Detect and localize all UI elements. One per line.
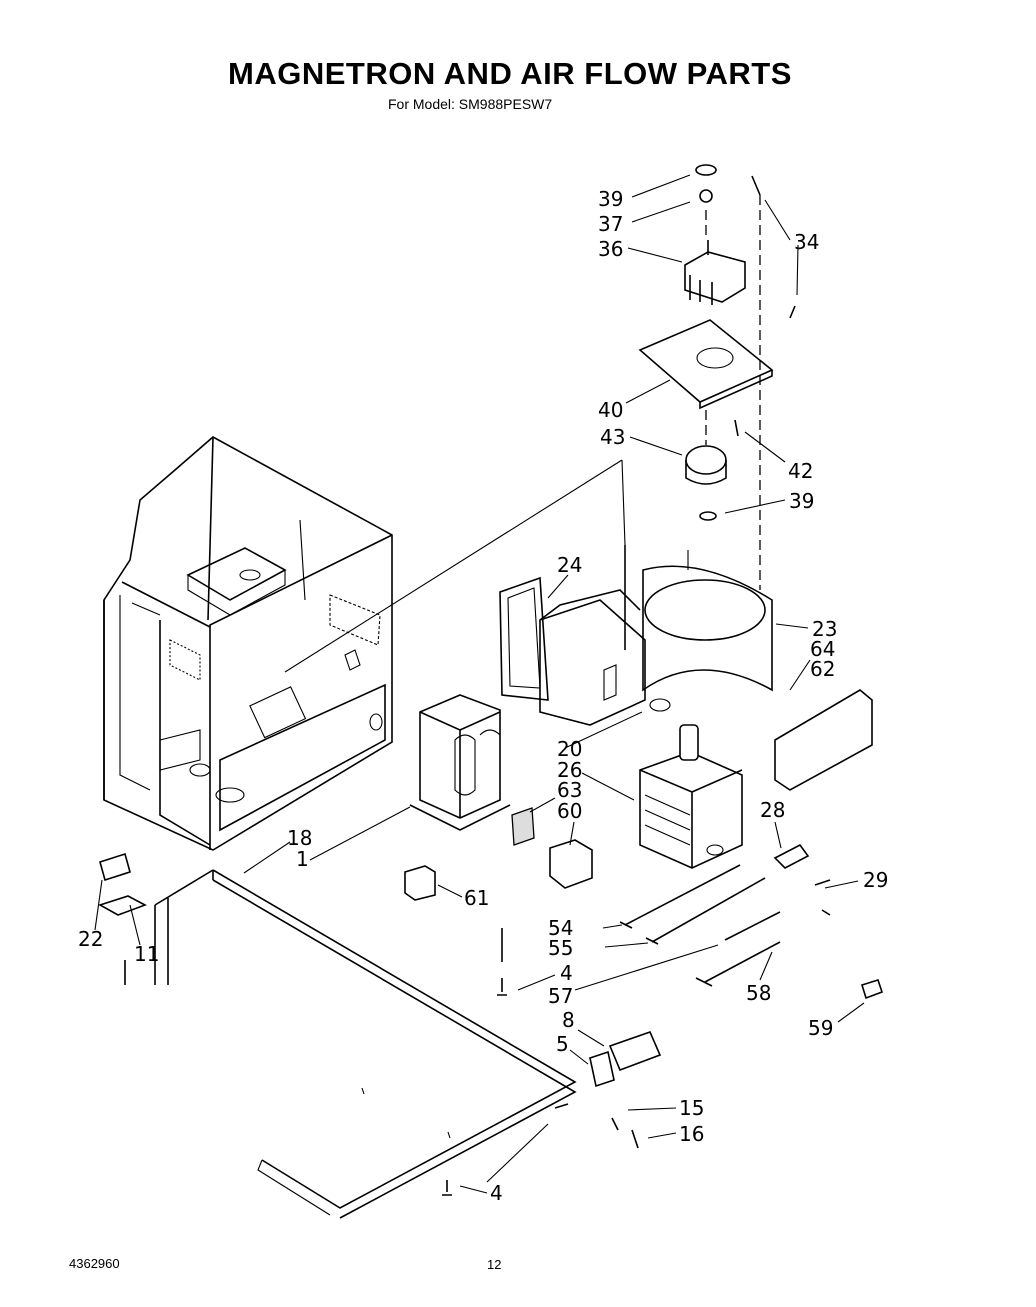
callout-11: 11 [134, 942, 159, 966]
callout-5: 5 [556, 1032, 569, 1056]
document-number: 4362960 [69, 1256, 120, 1271]
callout-26: 26 [557, 758, 582, 782]
base-plate-illustration [154, 869, 577, 1219]
air-duct-illustration [499, 545, 773, 726]
callout-64: 64 [810, 637, 835, 661]
callout-54: 54 [548, 916, 573, 940]
callout-55: 55 [548, 936, 573, 960]
callout-18: 18 [287, 826, 312, 850]
page-title: MAGNETRON AND AIR FLOW PARTS [228, 56, 792, 91]
transformer-illustration [409, 694, 511, 831]
callout-15: 15 [679, 1096, 704, 1120]
cabinet-illustration [103, 436, 393, 851]
callout-57: 57 [548, 984, 573, 1008]
callout-59: 59 [808, 1016, 833, 1040]
callout-63: 63 [557, 778, 582, 802]
callout-16: 16 [679, 1122, 704, 1146]
magnetron-illustration [639, 724, 743, 869]
callout-34: 34 [794, 230, 819, 254]
callout-36: 36 [598, 237, 623, 261]
callout-62: 62 [810, 657, 835, 681]
callout-39-upper: 39 [598, 187, 623, 211]
callout-61: 61 [464, 886, 489, 910]
callout-8: 8 [562, 1008, 575, 1032]
callout-37: 37 [598, 212, 623, 236]
callout-24: 24 [557, 553, 582, 577]
callout-labels: 39 37 36 34 40 43 42 39 24 23 64 62 20 2… [78, 187, 888, 1205]
callout-40: 40 [598, 398, 623, 422]
callout-23: 23 [812, 617, 837, 641]
callout-39-lower: 39 [789, 489, 814, 513]
callout-42: 42 [788, 459, 813, 483]
callout-58: 58 [746, 981, 771, 1005]
callout-43: 43 [600, 425, 625, 449]
callout-20: 20 [557, 737, 582, 761]
callout-4-upper: 4 [560, 961, 573, 985]
callout-28: 28 [760, 798, 785, 822]
callout-60: 60 [557, 799, 582, 823]
callout-1: 1 [296, 847, 309, 871]
callout-4-lower: 4 [490, 1181, 503, 1205]
callout-22: 22 [78, 927, 103, 951]
callout-29: 29 [863, 868, 888, 892]
small-parts-illustration [97, 689, 884, 1196]
model-subtitle: For Model: SM988PESW7 [388, 96, 553, 112]
fan-motor-assembly-illustration [638, 164, 796, 590]
leader-lines [94, 174, 865, 1194]
page-number: 12 [487, 1257, 502, 1272]
